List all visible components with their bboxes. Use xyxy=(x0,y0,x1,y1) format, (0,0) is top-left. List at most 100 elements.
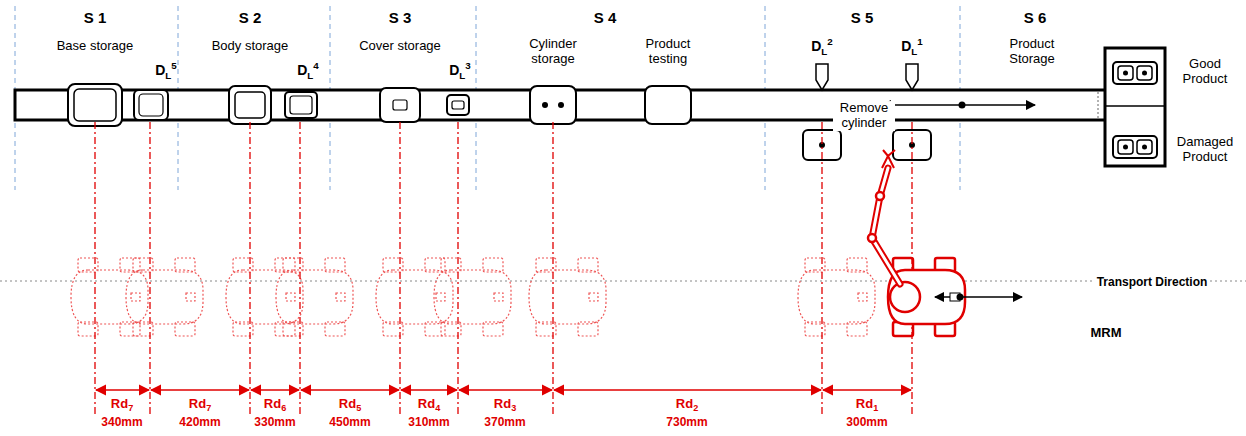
distance-label: Rd3 xyxy=(492,397,518,412)
station-label: 340mm xyxy=(99,416,144,430)
text-part: Rd xyxy=(494,396,511,411)
robot-ghost xyxy=(276,258,353,336)
station-label: 300mm xyxy=(844,416,889,430)
distance-label: Rd5 xyxy=(337,397,363,412)
drop-location-label: DL2 xyxy=(811,38,833,54)
text-part: D xyxy=(449,62,459,78)
text-part: 1 xyxy=(917,36,922,47)
dimension-arrow xyxy=(401,389,457,391)
robot-ghost xyxy=(529,258,606,336)
station-label: Good Product xyxy=(1172,57,1238,87)
text-part: 5 xyxy=(356,403,361,413)
text-part: Rd xyxy=(418,396,435,411)
station-label: Transport Direction xyxy=(1095,276,1210,290)
distance-label: Rd4 xyxy=(416,397,442,412)
station-label: MRM xyxy=(1090,326,1121,341)
station-label: S 3 xyxy=(389,9,412,26)
dimension-extension xyxy=(552,122,553,414)
text-part: Rd xyxy=(856,396,873,411)
drop-markers xyxy=(816,64,918,90)
robot-ghost xyxy=(798,258,875,336)
text-part: 3 xyxy=(465,60,470,71)
robot-ghost xyxy=(434,258,511,336)
station-label: 330mm xyxy=(252,416,297,430)
dimension-extension xyxy=(399,122,400,414)
dimension-extension xyxy=(149,122,150,414)
dimension-extension xyxy=(457,122,458,414)
distance-label: Rd7 xyxy=(109,397,135,412)
belt-parts xyxy=(68,84,931,160)
text-part: Rd xyxy=(339,396,356,411)
text-part: 4 xyxy=(313,60,318,71)
robot-ghost xyxy=(126,258,203,336)
station-label: Cylinder storage xyxy=(518,37,588,67)
text-part: 4 xyxy=(435,403,440,413)
text-part: 3 xyxy=(511,403,516,413)
dimension-arrow xyxy=(96,389,149,391)
text-part: L xyxy=(911,46,917,57)
station-label: Cover storage xyxy=(359,39,441,54)
station-label: Product testing xyxy=(636,37,700,67)
cylinder-dots xyxy=(542,102,915,148)
dimension-arrow xyxy=(823,389,911,391)
robot-ghost xyxy=(71,258,148,336)
station-label: S 5 xyxy=(851,9,874,26)
text-part: L xyxy=(821,46,827,57)
dimension-extension xyxy=(249,122,250,414)
drop-location-label: DL3 xyxy=(449,62,471,78)
station-label: Remove cylinder xyxy=(833,101,895,131)
text-part: Rd xyxy=(264,396,281,411)
drop-location-label: DL1 xyxy=(901,38,923,54)
robot-ghosts xyxy=(71,258,875,336)
distance-label: Rd1 xyxy=(854,397,880,412)
station-label: 450mm xyxy=(327,416,372,430)
distance-label: Rd6 xyxy=(262,397,288,412)
text-part: L xyxy=(165,70,171,81)
dimension-extension xyxy=(299,122,300,414)
product-storage-bin xyxy=(1105,48,1165,166)
dimension-lines xyxy=(95,122,912,414)
distance-label: Rd7 xyxy=(187,397,213,412)
text-part: 6 xyxy=(281,403,286,413)
station-label: Base storage xyxy=(57,39,134,54)
text-part: 7 xyxy=(206,403,211,413)
dimension-arrow xyxy=(459,389,552,391)
distance-label: Rd2 xyxy=(674,397,700,412)
station-label: S 2 xyxy=(239,9,262,26)
dimension-arrow xyxy=(151,389,249,391)
text-part: Rd xyxy=(111,396,128,411)
text-part: Rd xyxy=(189,396,206,411)
text-part: 7 xyxy=(128,403,133,413)
belt-end-mark xyxy=(1098,92,1099,118)
robot-track xyxy=(0,281,1246,282)
station-label: 730mm xyxy=(664,416,709,430)
station-label: 420mm xyxy=(177,416,222,430)
dimension-arrow xyxy=(554,389,821,391)
drop-location-label: DL5 xyxy=(155,62,177,78)
mrm-robot xyxy=(868,150,965,336)
text-part: 5 xyxy=(171,60,176,71)
dimension-arrow xyxy=(301,389,399,391)
station-label: Body storage xyxy=(212,39,289,54)
station-label: S 1 xyxy=(84,9,107,26)
shift-arrow xyxy=(882,102,1035,109)
dimension-extension xyxy=(821,122,822,414)
text-part: 2 xyxy=(827,36,832,47)
station-label: S 6 xyxy=(1024,9,1047,26)
station-label: S 4 xyxy=(594,9,617,26)
station-label: 310mm xyxy=(406,416,451,430)
text-part: D xyxy=(901,38,911,54)
text-part: D xyxy=(155,62,165,78)
text-part: L xyxy=(459,70,465,81)
drop-location-label: DL4 xyxy=(297,62,319,78)
dimension-arrow xyxy=(251,389,299,391)
text-part: D xyxy=(811,38,821,54)
transport-arrow xyxy=(935,293,1022,301)
text-part: D xyxy=(297,62,307,78)
text-part: Rd xyxy=(676,396,693,411)
station-label: Product Storage xyxy=(1000,37,1064,67)
text-part: 2 xyxy=(693,403,698,413)
